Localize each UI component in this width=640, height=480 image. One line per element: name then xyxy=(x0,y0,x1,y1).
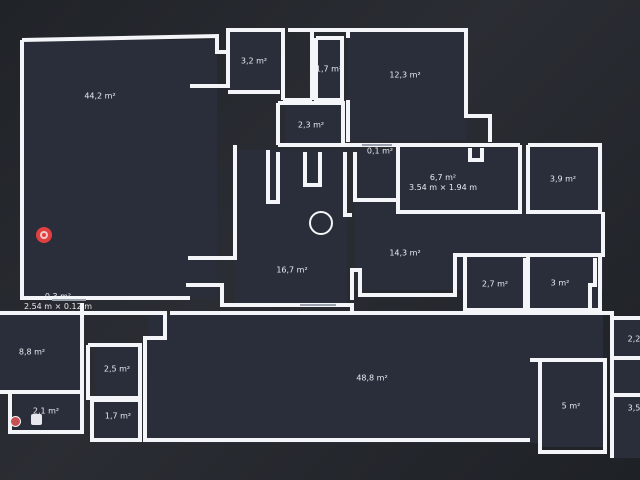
room-123-fill[interactable] xyxy=(348,30,466,140)
room-44-fill[interactable] xyxy=(22,40,217,298)
room-32-label: 3,2 m² xyxy=(240,56,268,66)
room-22-label: 2,2 xyxy=(627,334,640,344)
room-35-label: 3,5 xyxy=(627,403,640,413)
room-17a-fill[interactable] xyxy=(316,38,342,100)
walls xyxy=(0,28,640,458)
cleaner-icon xyxy=(31,414,42,425)
room-143-label: 14,3 m² xyxy=(389,248,421,258)
room-17b-label: 1,7 m² xyxy=(104,411,132,421)
room-03-area: 0,3 m² xyxy=(44,292,72,301)
room-fills xyxy=(0,30,640,458)
room-01-label: 0,1 m² xyxy=(366,146,394,156)
room-21-fill[interactable] xyxy=(14,393,82,431)
room-03-label: 0,3 m² 2.54 m × 0.12 m xyxy=(24,292,92,312)
room-17a-label: 1,7 m² xyxy=(315,64,343,74)
room-67-area: 6,7 m² xyxy=(429,173,457,182)
room-21-label: 2,1 m² xyxy=(32,406,60,416)
room-44-label: 44,2 m² xyxy=(84,91,116,101)
robot-position-icon[interactable] xyxy=(36,227,52,243)
charging-dock-icon[interactable] xyxy=(309,211,333,235)
room-27-fill[interactable] xyxy=(465,258,525,310)
room-488-label: 48,8 m² xyxy=(356,373,388,383)
room-25-label: 2,5 m² xyxy=(103,364,131,374)
room-32-fill[interactable] xyxy=(228,30,280,90)
room-right-fill[interactable] xyxy=(612,318,640,458)
door-markers xyxy=(52,144,392,306)
small-red-icon xyxy=(10,416,21,427)
room-3-label: 3 m² xyxy=(550,278,570,288)
room-5-fill[interactable] xyxy=(540,365,605,447)
room-88-fill[interactable] xyxy=(0,315,82,390)
room-123-label: 12,3 m² xyxy=(389,70,421,80)
room-23-fill[interactable] xyxy=(285,105,343,143)
room-167-label: 16,7 m² xyxy=(276,265,308,275)
room-5-label: 5 m² xyxy=(561,401,581,411)
room-88-label: 8,8 m² xyxy=(18,347,46,357)
room-17b-fill[interactable] xyxy=(95,400,140,438)
room-25-fill[interactable] xyxy=(95,345,140,395)
room-03-dims: 2.54 m × 0.12 m xyxy=(23,302,93,311)
room-67-dims: 3.54 m × 1.94 m xyxy=(408,183,478,192)
room-39-label: 3,9 m² xyxy=(549,174,577,184)
room-67-label: 6,7 m² 3.54 m × 1.94 m xyxy=(409,173,477,193)
room-23-label: 2,3 m² xyxy=(297,120,325,130)
room-27-label: 2,7 m² xyxy=(481,279,509,289)
room-488-fill[interactable] xyxy=(148,315,603,443)
